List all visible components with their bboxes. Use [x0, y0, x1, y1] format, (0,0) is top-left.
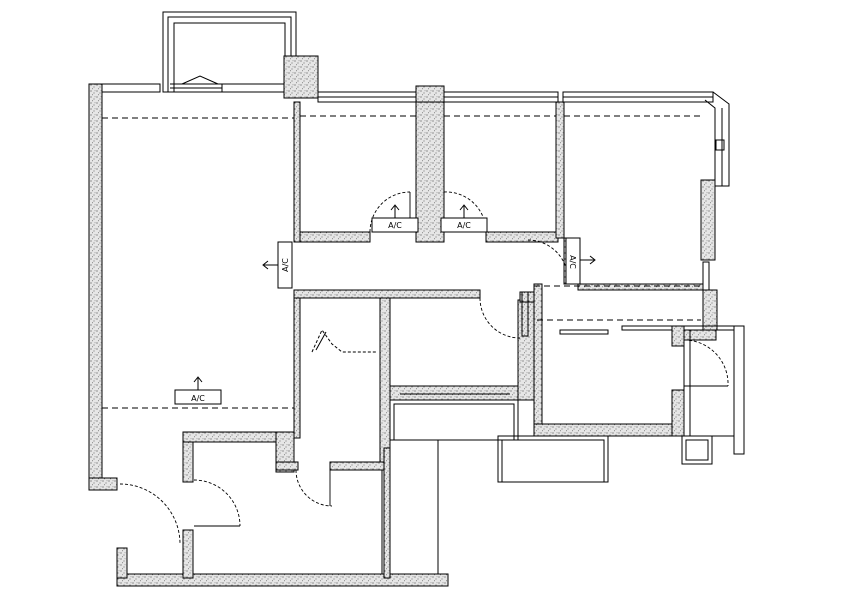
ac-label-living: A/C — [191, 394, 205, 403]
door-swing-icon — [119, 483, 181, 545]
door-swing-icon — [527, 239, 569, 281]
ac-unit-corridor-left: A/C — [262, 241, 293, 289]
ac-label-corridor-left: A/C — [281, 258, 290, 272]
door-swing-icon — [295, 469, 333, 507]
door-swing-icon — [369, 191, 411, 233]
top-balcony — [162, 11, 297, 93]
door-swings — [119, 191, 729, 545]
ac-unit-bedroom-2: A/C — [440, 204, 488, 233]
ac-unit-corridor-right: A/C — [565, 237, 596, 285]
interior-walls — [182, 101, 717, 579]
ceiling-lines — [102, 115, 701, 409]
ac-label-corridor-right: A/C — [568, 255, 577, 269]
top-windows — [101, 83, 730, 187]
exterior-walls — [88, 55, 718, 587]
ac-label-bedroom-2: A/C — [457, 221, 471, 230]
door-swing-icon — [479, 297, 521, 339]
door-swing-icon — [193, 479, 241, 527]
fixtures — [311, 261, 745, 575]
ac-unit-bedroom-1: A/C — [371, 204, 419, 233]
ac-label-bedroom-1: A/C — [388, 221, 402, 230]
ac-unit-living: A/C — [174, 376, 222, 405]
door-swing-icon — [683, 339, 729, 387]
